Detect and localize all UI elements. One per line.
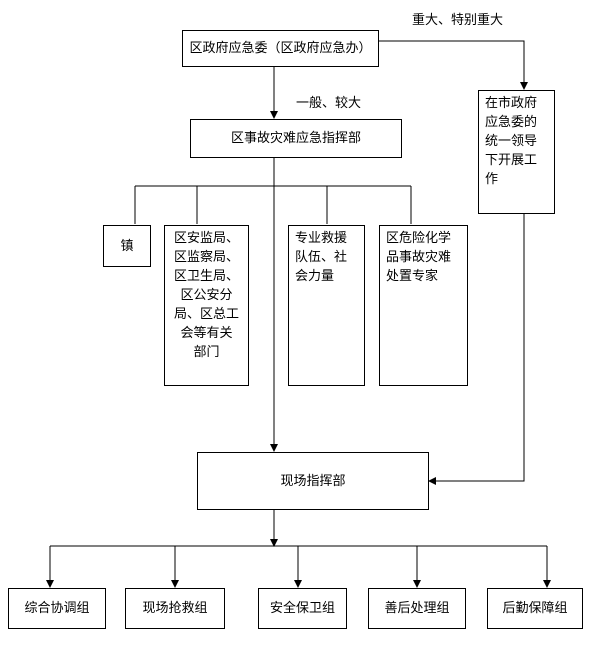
group-security-text: 安全保卫组 bbox=[269, 601, 335, 616]
group-coordination: 综合协调组 bbox=[8, 588, 106, 629]
group-rescue: 现场抢救组 bbox=[125, 588, 225, 629]
group-aftermath-text: 善后处理组 bbox=[384, 601, 450, 616]
group-logistics: 后勤保障组 bbox=[487, 588, 583, 629]
edge-label-major: 重大、特别重大 bbox=[412, 13, 504, 28]
node-city-committee: 在市政府 应急委的 统一领导 下开展工 作 bbox=[478, 90, 555, 214]
node-town-text: 镇 bbox=[120, 238, 134, 254]
node-experts: 区危险化学 品事故灾难 处置专家 bbox=[379, 225, 468, 386]
node-departments: 区安监局、 区监察局、 区卫生局、 区公安分 局、区总工 会等有关 部门 bbox=[164, 225, 249, 386]
node-town: 镇 bbox=[103, 225, 151, 267]
group-rescue-text: 现场抢救组 bbox=[142, 601, 208, 616]
group-security: 安全保卫组 bbox=[258, 588, 347, 629]
node-gov-committee: 区政府应急委（区政府应急办） bbox=[182, 30, 379, 67]
group-coordination-text: 综合协调组 bbox=[24, 601, 90, 616]
edge-label-general: 一般、较大 bbox=[296, 96, 362, 111]
node-site-hq-text: 现场指挥部 bbox=[280, 473, 346, 489]
node-gov-committee-text: 区政府应急委（区政府应急办） bbox=[189, 41, 372, 56]
group-aftermath: 善后处理组 bbox=[368, 588, 466, 629]
node-site-hq: 现场指挥部 bbox=[197, 452, 429, 510]
group-logistics-text: 后勤保障组 bbox=[502, 601, 568, 616]
node-rescue-teams: 专业救援 队伍、社 会力量 bbox=[288, 225, 365, 386]
node-command-hq-text: 区事故灾难应急指挥部 bbox=[230, 131, 361, 146]
node-command-hq: 区事故灾难应急指挥部 bbox=[190, 119, 402, 158]
